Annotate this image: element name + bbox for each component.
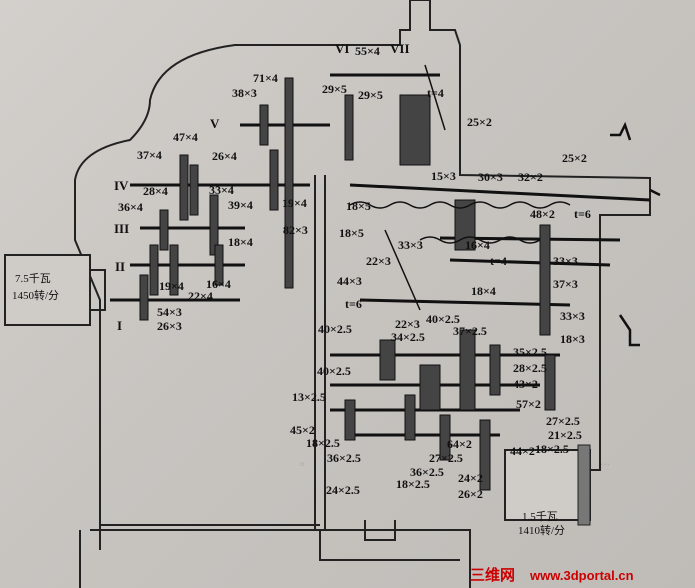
gear-label: 36×4: [118, 200, 143, 214]
gear-label: 28×2.5: [513, 361, 547, 375]
gear-label: 82×3: [283, 223, 308, 237]
main-motor: 7.5千瓦 1450转/分: [4, 254, 106, 326]
gear-label: 18×4: [228, 235, 253, 249]
gear-label: 40×2.5: [426, 312, 460, 326]
gear-label: 48×2: [530, 207, 555, 221]
shaft-label-vii: VII: [390, 41, 410, 56]
gear-label: 19×4: [282, 196, 307, 210]
watermark-brand: 三维网: [470, 566, 515, 584]
gear-label: 45×2: [290, 423, 315, 437]
gear-label: 33×3: [560, 309, 585, 323]
main-motor-power: 7.5千瓦: [15, 272, 51, 285]
gear-label: 18×2.5: [396, 477, 430, 491]
gear-label: 29×5: [358, 88, 383, 102]
gear-labels: 71×4 38×3 55×4 29×5 29×5 t=4 25×2 25×2 4…: [118, 44, 591, 501]
main-motor-speed: 1450转/分: [12, 288, 59, 302]
gear-label: 26×2: [458, 487, 483, 501]
gear-label: 38×3: [232, 86, 257, 100]
gear-label: 19×4: [159, 279, 184, 293]
feed-motor-power: 1.5千瓦: [522, 510, 558, 523]
gear-label: 24×2.5: [326, 483, 360, 497]
gear-label: 27×2.5: [546, 414, 580, 428]
watermark-url: www.3dportal.cn: [529, 568, 634, 583]
gear-label: 44×2: [510, 444, 535, 458]
shaft-label-ii: II: [115, 259, 125, 274]
gear-label: 40×2.5: [317, 364, 351, 378]
gear-label: 18×5: [346, 199, 371, 213]
gear-label: 35×2.5: [513, 345, 547, 359]
shaft-label-v: V: [210, 116, 220, 131]
gear-label: 13×2.5: [292, 390, 326, 404]
gear-label: 36×2.5: [410, 465, 444, 479]
gear-label: 28×4: [143, 184, 168, 198]
shaft-numerals: I II III IV V VI VII: [114, 41, 410, 333]
gear-label: 37×3: [553, 277, 578, 291]
gear-label: t=4: [427, 86, 444, 100]
gear-label: 64×2: [447, 437, 472, 451]
gear-label: 25×2: [467, 115, 492, 129]
watermark: 三维网 www.3dportal.cn: [470, 566, 634, 584]
svg-text:。: 。: [300, 454, 312, 468]
gear-blocks: [139, 77, 556, 491]
shaft-label-i: I: [117, 318, 122, 333]
gear-label: 22×4: [188, 289, 213, 303]
gear-label: 55×4: [355, 44, 380, 58]
gear-label: 21×2.5: [548, 428, 582, 442]
gear-label: 39×4: [228, 198, 253, 212]
shaft-label-vi: VI: [335, 41, 349, 56]
gear-label: 33×3: [553, 254, 578, 268]
feed-motor: 1.5千瓦 1410转/分: [504, 444, 591, 537]
gear-label: 54×3: [157, 305, 182, 319]
gear-label: 27×2.5: [429, 451, 463, 465]
gear-label: 32×2: [518, 170, 543, 184]
gear-label: 43×2: [513, 377, 538, 391]
gear-label: 18×3: [560, 332, 585, 346]
gear-label: 22×3: [395, 317, 420, 331]
gear-label: 26×3: [157, 319, 182, 333]
gear-label: 16×4: [206, 277, 231, 291]
gear-label: 37×4: [137, 148, 162, 162]
gear-label: 30×3: [478, 170, 503, 184]
svg-text:...: ...: [600, 454, 610, 468]
gear-label: 15×3: [431, 169, 456, 183]
gear-label: 29×5: [322, 82, 347, 96]
handwheels: [610, 121, 661, 347]
gear-label: 16×4: [465, 238, 490, 252]
gear-label: 34×2.5: [391, 330, 425, 344]
gear-label: 18×4: [471, 284, 496, 298]
gear-label: 25×2: [562, 151, 587, 165]
bleed-through-text: ... 。: [300, 454, 610, 468]
gear-label: 18×5: [339, 226, 364, 240]
gear-label: 57×2: [516, 397, 541, 411]
gear-label: 24×2: [458, 471, 483, 485]
gear-label: 47×4: [173, 130, 198, 144]
gear-label: 26×4: [212, 149, 237, 163]
shaft-label-iv: IV: [114, 178, 129, 193]
shaft-label-iii: III: [114, 221, 129, 236]
feed-motor-speed: 1410转/分: [518, 523, 565, 537]
gear-label: t=4: [490, 254, 507, 268]
gear-label: 22×3: [366, 254, 391, 268]
gear-label: 40×2.5: [318, 322, 352, 336]
gear-label: 37×2.5: [453, 324, 487, 338]
gear-label: t=6: [345, 297, 362, 311]
feed-screws: [349, 64, 571, 311]
gear-label: 44×3: [337, 274, 362, 288]
machine-frame: [74, 0, 651, 588]
gear-label: 18×2.5: [306, 436, 340, 450]
gear-label: 18×2.5: [535, 442, 569, 456]
gear-label: 36×2.5: [327, 451, 361, 465]
gear-label: 33×4: [209, 183, 234, 197]
gear-label: t=6: [574, 207, 591, 221]
gear-label: 71×4: [253, 71, 278, 85]
gear-label: 33×3: [398, 238, 423, 252]
